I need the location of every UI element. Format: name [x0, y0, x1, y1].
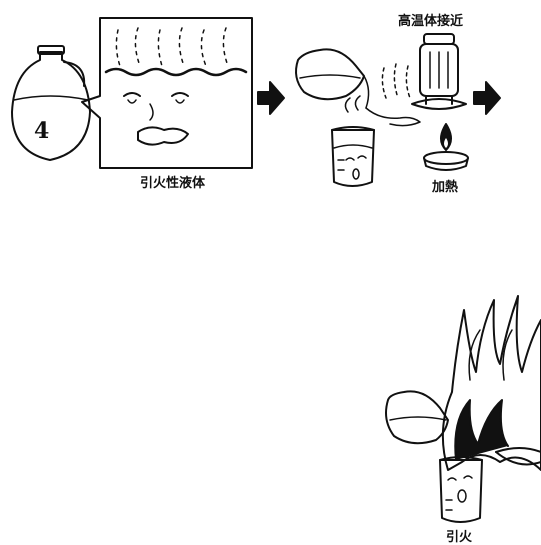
- beaker-icon: [295, 48, 421, 187]
- arrow-right-icon: [257, 81, 285, 115]
- arrow-right-icon: [473, 81, 501, 115]
- bottle-icon: [11, 45, 91, 161]
- label-flammable-liquid: 引火性液体: [140, 176, 206, 191]
- vapor-box-icon: [81, 17, 253, 169]
- label-ignition: 引火: [446, 530, 473, 545]
- candle-flame-icon: [423, 123, 469, 171]
- label-high-temp-approach: 高温体接近: [398, 14, 464, 29]
- label-heating: 加熱: [432, 180, 459, 195]
- fire-icon: [385, 295, 541, 523]
- heater-icon: [411, 33, 467, 110]
- bottle-number: 4: [34, 118, 50, 144]
